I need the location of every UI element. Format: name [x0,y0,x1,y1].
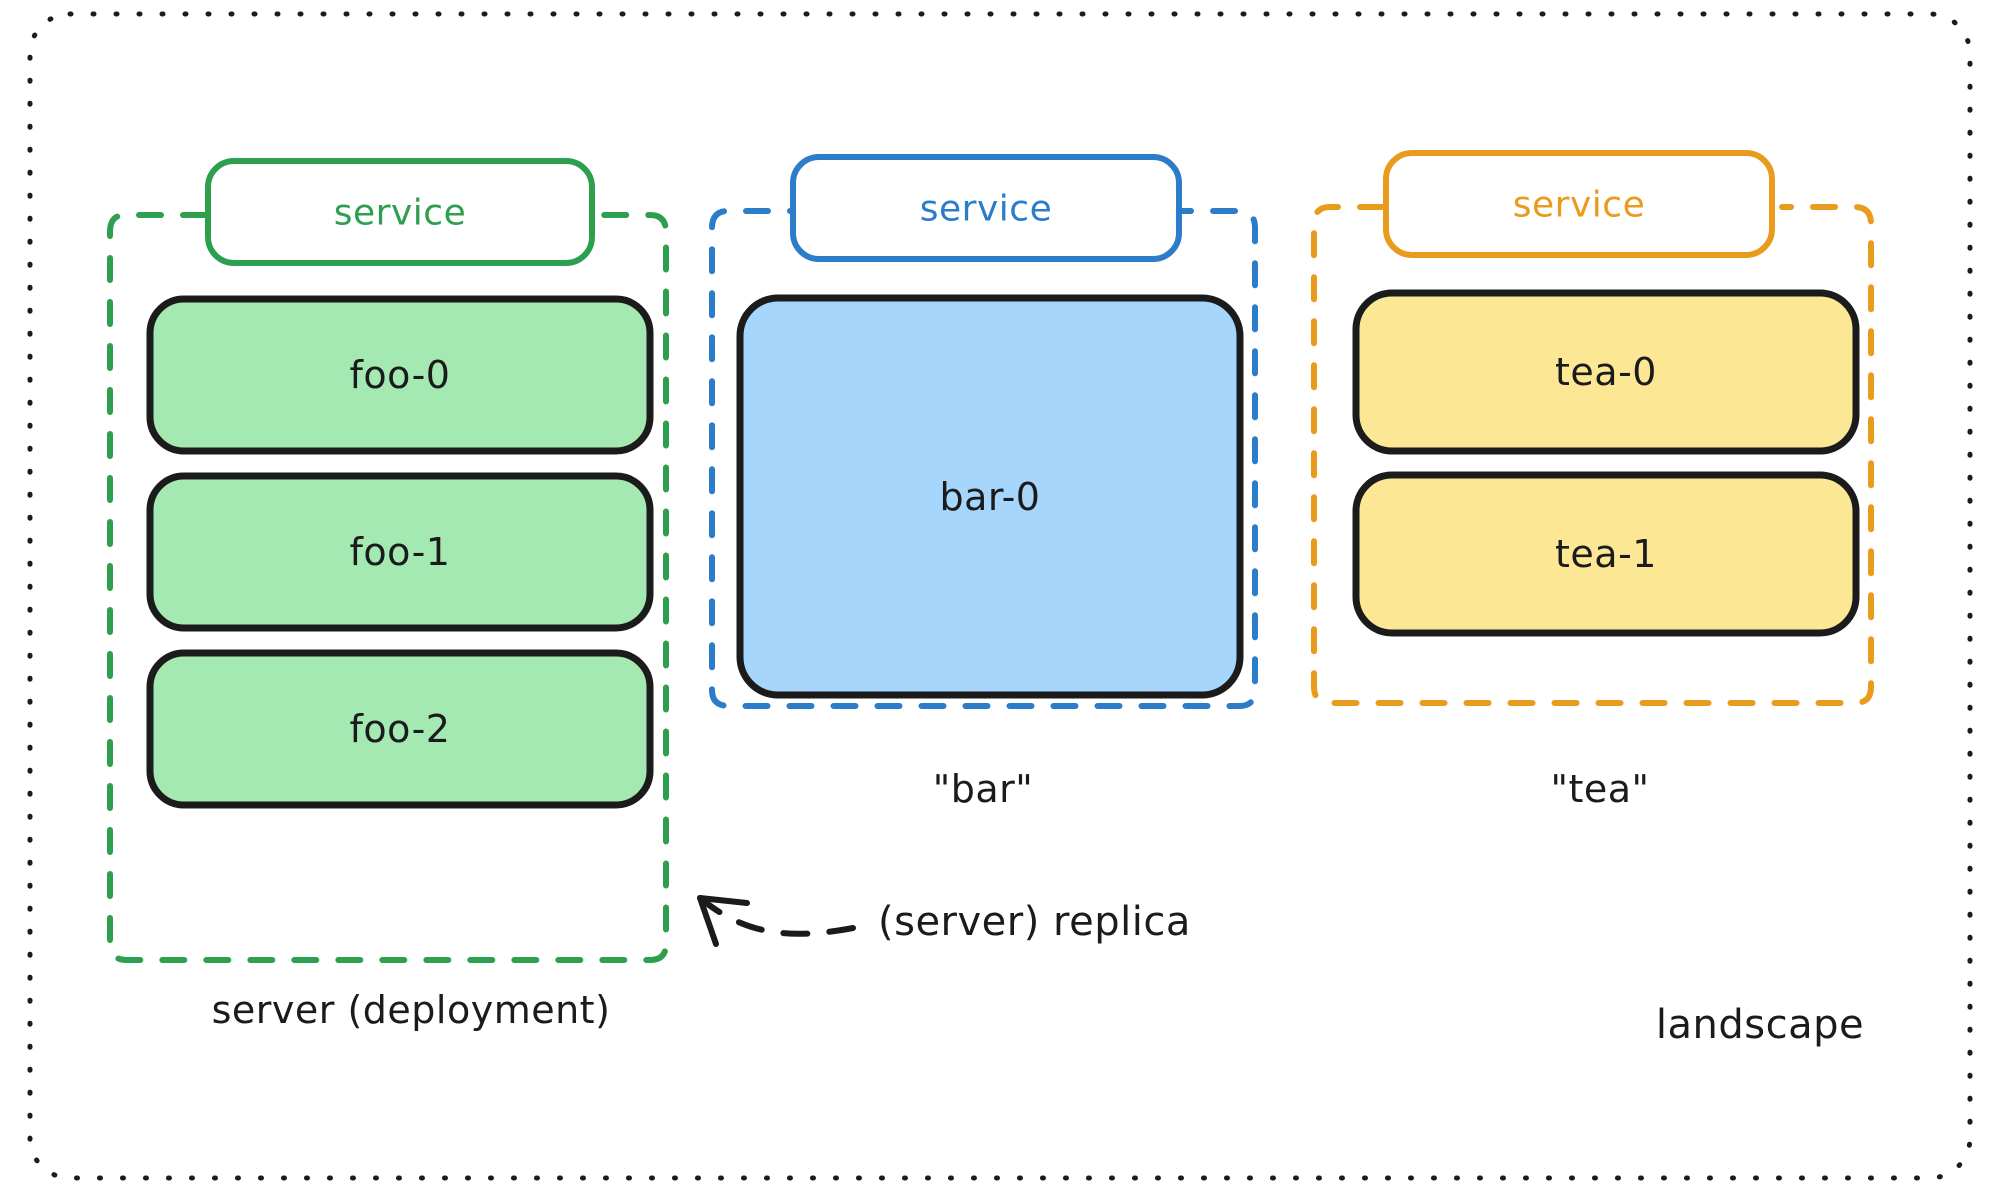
pod-foo-1-label: foo-1 [349,530,451,574]
pod-tea-0[interactable] [1352,289,1860,455]
pod-tea-0-label: tea-0 [1555,350,1657,394]
bar-group-caption: "bar" [932,767,1034,811]
bar-service-label: service [919,188,1053,230]
tea-service-pill[interactable] [1383,150,1775,258]
tea-deployment-boundary [1311,204,1874,706]
pod-tea-1-label: tea-1 [1555,532,1657,576]
foo-group-caption: server (deployment) [211,988,611,1032]
landscape-label: landscape [1655,1002,1865,1048]
pod-foo-1[interactable] [146,472,654,632]
pod-foo-2-label: foo-2 [349,707,451,751]
pod-foo-2[interactable] [146,649,654,809]
pod-foo-0[interactable] [146,295,654,455]
pod-bar-0-label: bar-0 [939,475,1041,519]
foo-deployment-boundary [107,212,669,963]
bar-service-pill[interactable] [790,154,1182,262]
foo-service-pill[interactable] [205,158,595,266]
pod-tea-1[interactable] [1352,471,1860,637]
replica-arrow-head [697,895,750,947]
bar-deployment-boundary [709,208,1258,709]
pod-foo-0-label: foo-0 [349,353,451,397]
tea-group-caption: "tea" [1550,767,1650,811]
replica-annotation-arrow [697,895,856,937]
tea-service-label: service [1512,184,1646,226]
foo-service-label: service [333,192,467,234]
pod-bar-0[interactable] [736,294,1244,699]
replica-annotation-label: (server) replica [878,899,1191,945]
